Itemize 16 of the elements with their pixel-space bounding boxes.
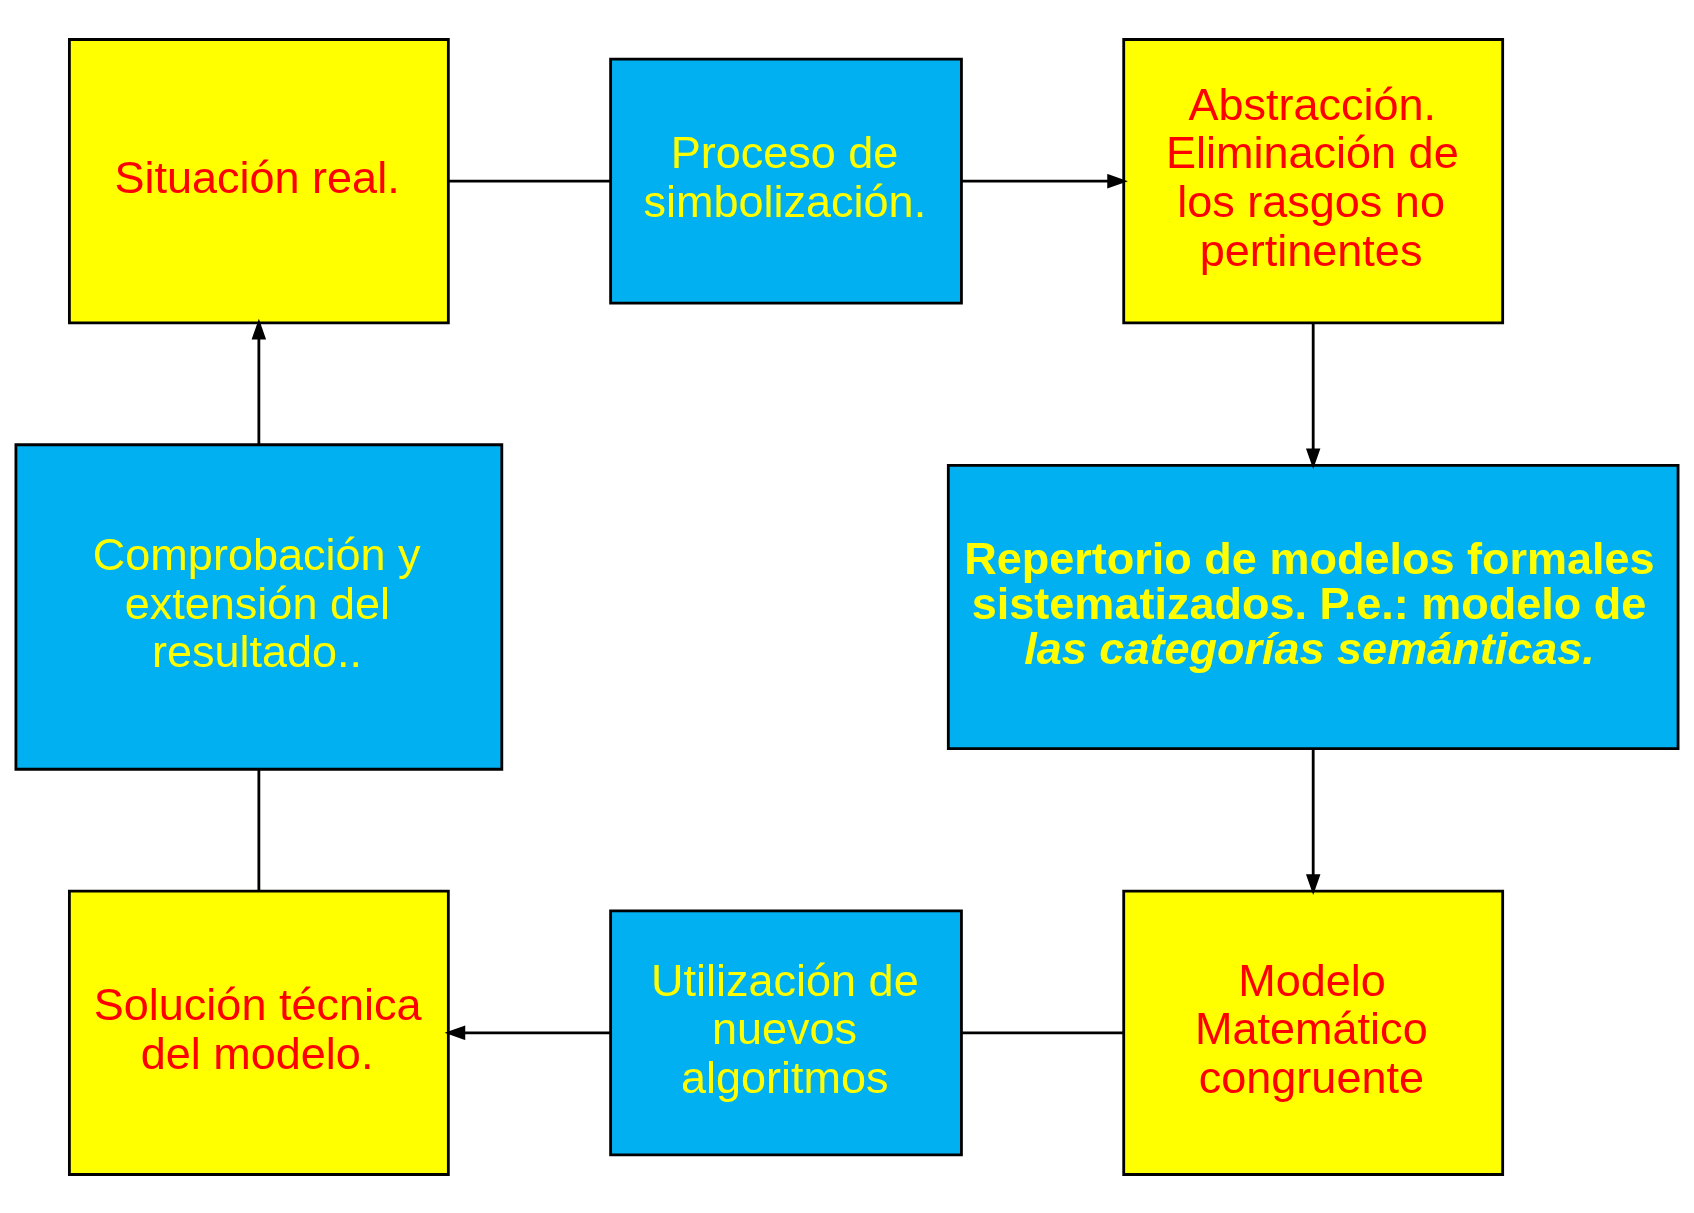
node-box: Situación real. [68, 37, 450, 324]
node-box: Proceso de simbolización. [609, 57, 963, 304]
node-box: Comprobación y extensión del resultado.. [14, 442, 504, 771]
node-box: Modelo Matemático congruente [1122, 889, 1505, 1176]
arrow [1305, 322, 1321, 469]
connector [448, 179, 611, 183]
node-box: Solución técnica del modelo. [68, 889, 450, 1176]
node-box: Repertorio de modelos formales sistematizados. P.e.: modelo de las categorías semánticas. [946, 463, 1680, 750]
arrow [1305, 748, 1321, 895]
arrow [961, 173, 1128, 188]
connector [961, 1030, 1124, 1034]
node-box: Utilización de nuevos algoritmos [609, 909, 963, 1156]
node-box: Abstracción. Eliminación de los rasgos no pertinentes [1122, 37, 1505, 324]
arrow [251, 318, 267, 444]
connector [257, 769, 261, 891]
arrow [444, 1025, 611, 1040]
